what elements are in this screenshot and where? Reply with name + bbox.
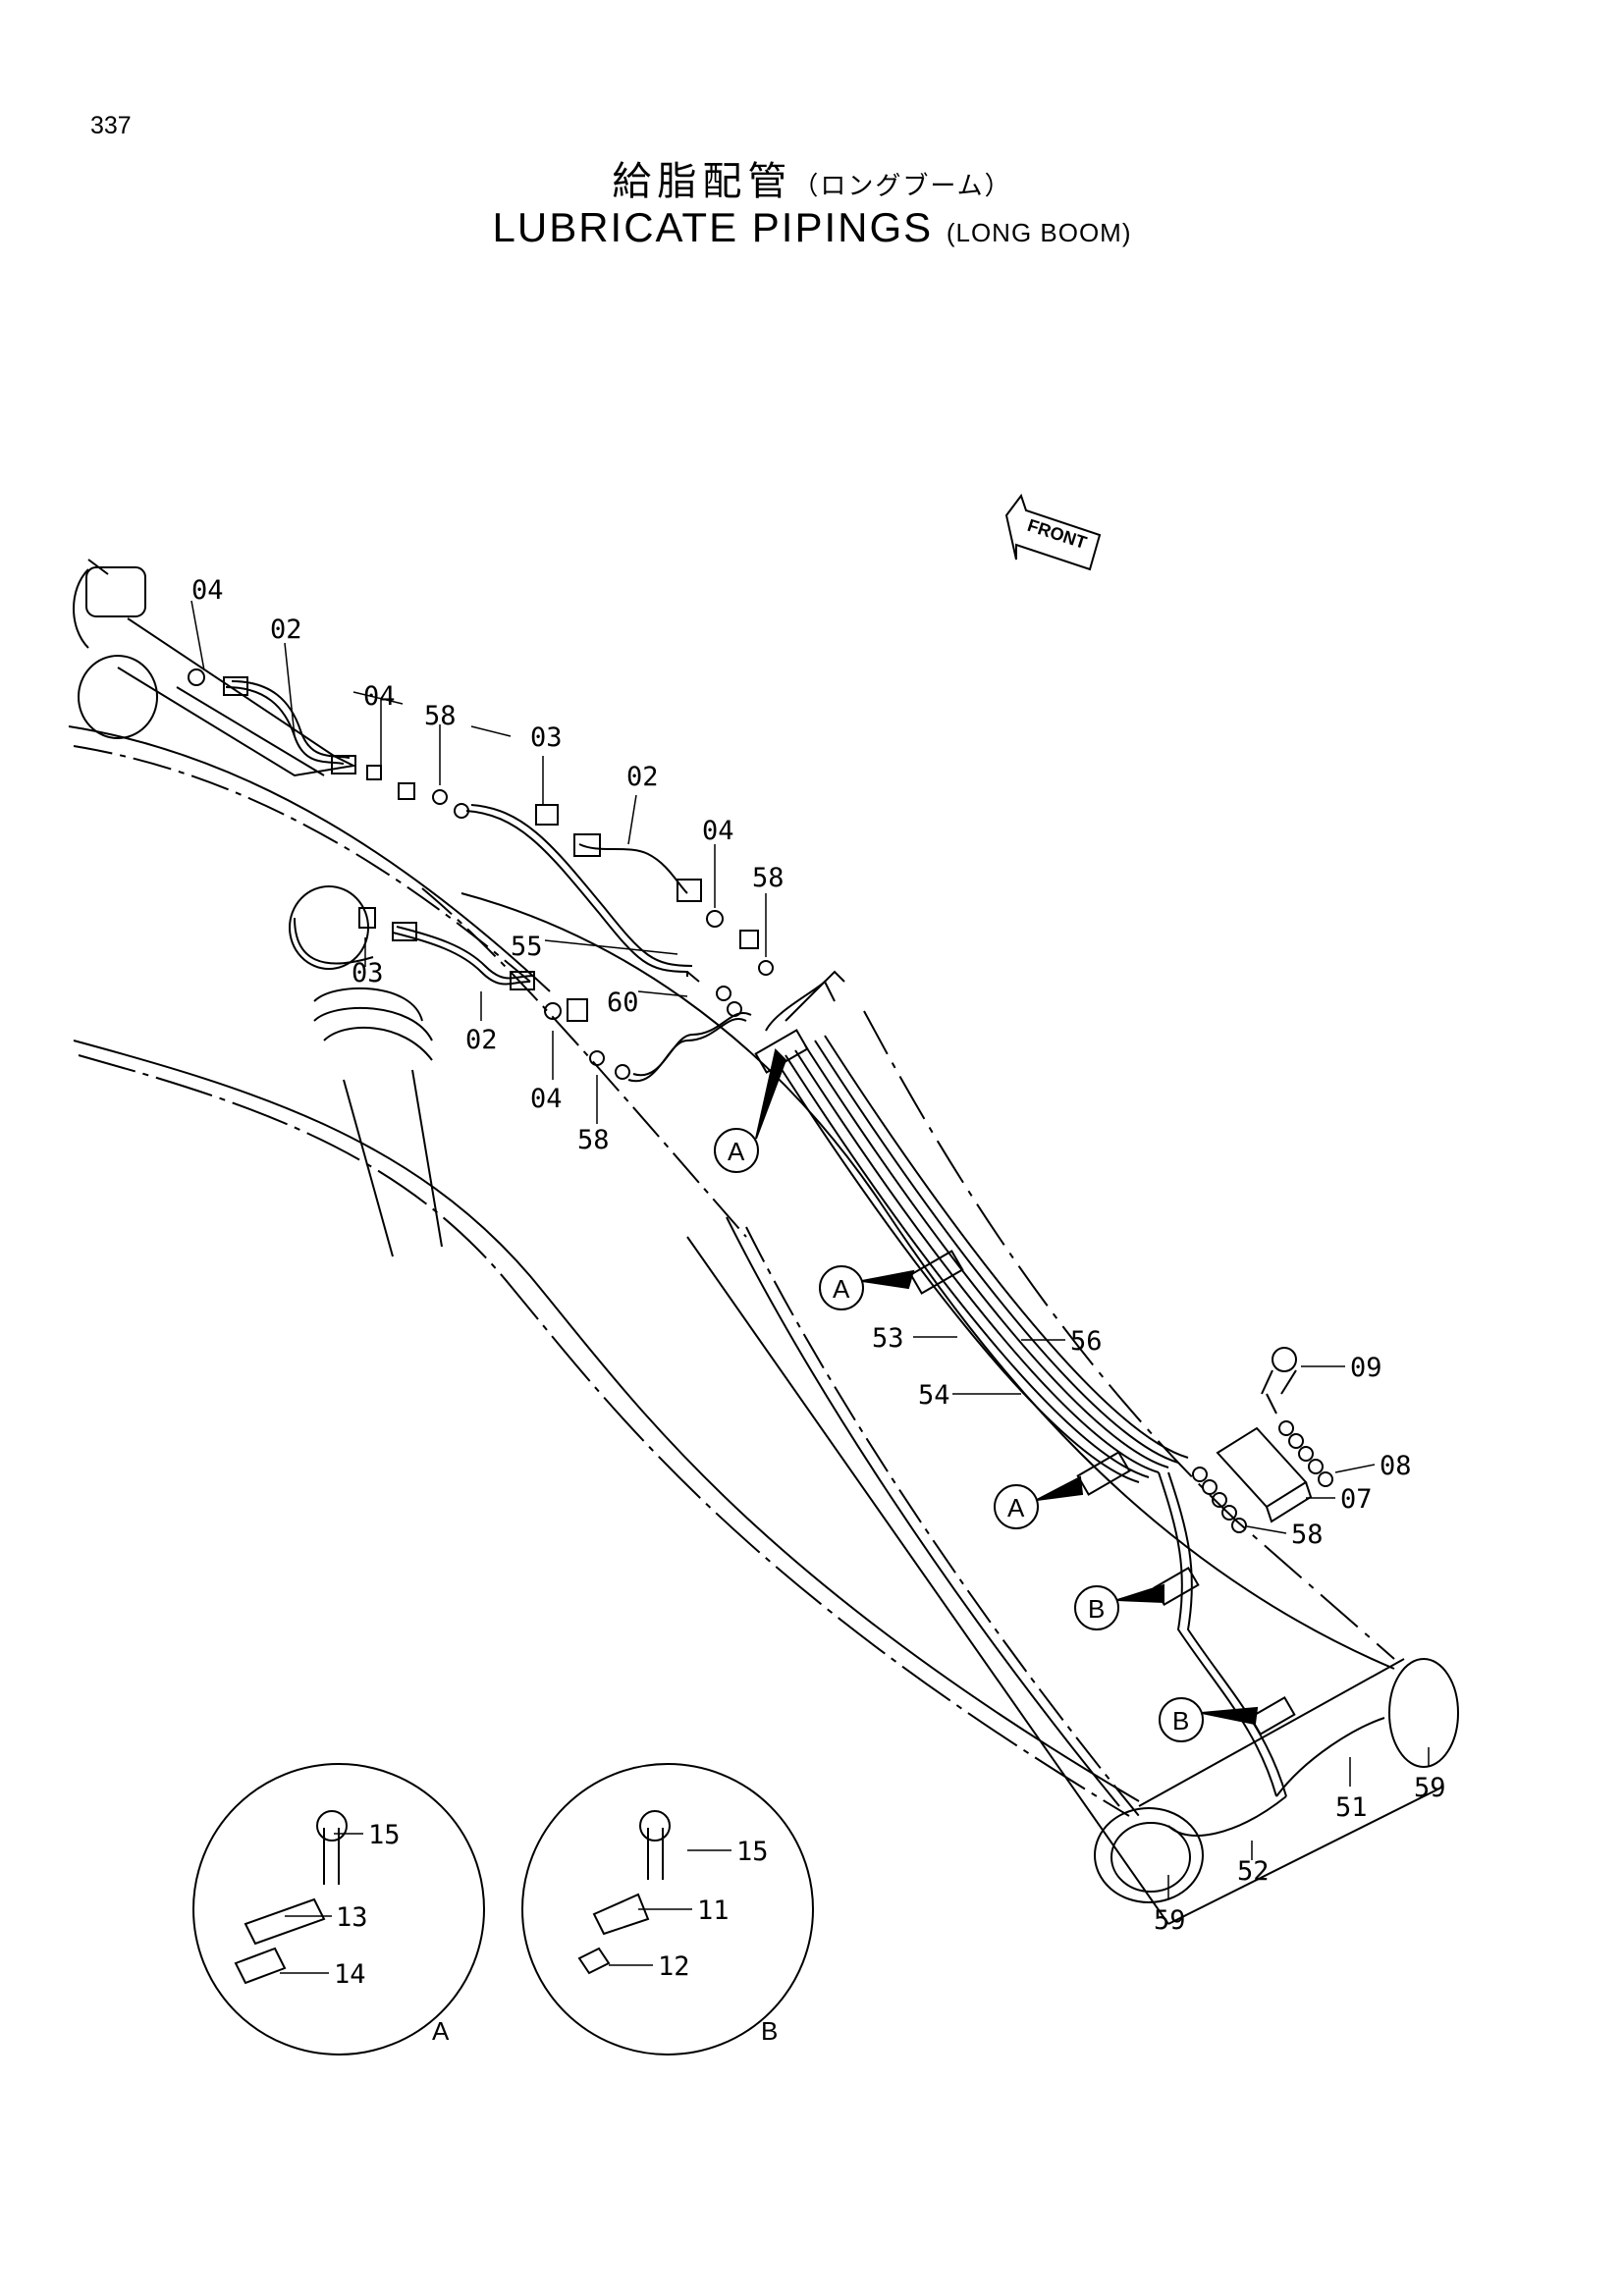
title-japanese: 給脂配管（ロングブーム） (0, 149, 1624, 206)
callout-14: 14 (334, 1959, 366, 1990)
callout-08: 08 (1380, 1451, 1412, 1481)
detail-view-b (521, 1763, 814, 2056)
detail-label-b: B (761, 2016, 778, 2046)
lower-pipe-run (358, 907, 752, 1083)
detail-label-a: A (432, 2016, 450, 2046)
callout-58: 58 (424, 701, 457, 731)
ref-b: B (1172, 1706, 1189, 1735)
callout-15: 15 (736, 1837, 769, 1867)
ref-b: B (1088, 1594, 1105, 1624)
title-jp-sub: （ロングブーム） (792, 172, 1012, 201)
upper-pipe-run (188, 668, 774, 1017)
ref-a: A (1007, 1493, 1025, 1522)
ref-circles (714, 1048, 1259, 1742)
front-arrow-icon (1004, 493, 1102, 571)
boom-foot-pivot (73, 559, 357, 777)
reference-letters: A A A B B A B (432, 1137, 1189, 2046)
callout-60: 60 (607, 988, 639, 1018)
callout-03: 03 (352, 958, 384, 988)
callout-59: 59 (1154, 1905, 1186, 1936)
callout-53: 53 (872, 1323, 904, 1354)
leader-lines (190, 600, 1430, 1974)
title-english: LUBRICATE PIPINGS (LONG BOOM) (0, 204, 1624, 251)
detail-view-a (192, 1763, 485, 2056)
callout-09: 09 (1350, 1353, 1382, 1383)
callout-58: 58 (577, 1125, 610, 1155)
callout-51: 51 (1335, 1792, 1368, 1823)
callout-04: 04 (530, 1084, 563, 1114)
grease-manifold (1192, 1347, 1333, 1533)
title-en-main: LUBRICATE PIPINGS (492, 204, 934, 250)
callout-07: 07 (1340, 1484, 1373, 1515)
page-number: 337 (90, 112, 132, 139)
callout-56: 56 (1070, 1326, 1103, 1357)
callout-54: 54 (918, 1380, 950, 1411)
callout-02: 02 (270, 614, 302, 645)
callout-59: 59 (1414, 1773, 1446, 1803)
callout-02: 02 (626, 762, 659, 792)
callout-04: 04 (191, 575, 224, 606)
part-callouts: 04 02 04 58 03 02 04 58 55 60 03 02 04 5… (191, 575, 1446, 1990)
callout-03: 03 (530, 722, 563, 753)
callout-13: 13 (336, 1902, 368, 1933)
title-jp-main: 給脂配管 (612, 159, 793, 204)
hose-bundle (754, 970, 1385, 1837)
callout-15: 15 (368, 1820, 401, 1850)
callout-04: 04 (363, 681, 396, 712)
boom-outline (68, 725, 1459, 1925)
ref-a: A (728, 1137, 745, 1166)
callout-58: 58 (1291, 1520, 1324, 1550)
callout-55: 55 (511, 932, 543, 962)
callout-52: 52 (1237, 1856, 1270, 1887)
callout-12: 12 (658, 1951, 690, 1982)
callout-02: 02 (465, 1025, 498, 1055)
ref-a: A (833, 1274, 850, 1304)
title-en-sub: (LONG BOOM) (946, 218, 1132, 247)
callout-58: 58 (752, 863, 785, 893)
callout-11: 11 (697, 1896, 730, 1926)
callout-04: 04 (702, 816, 734, 846)
